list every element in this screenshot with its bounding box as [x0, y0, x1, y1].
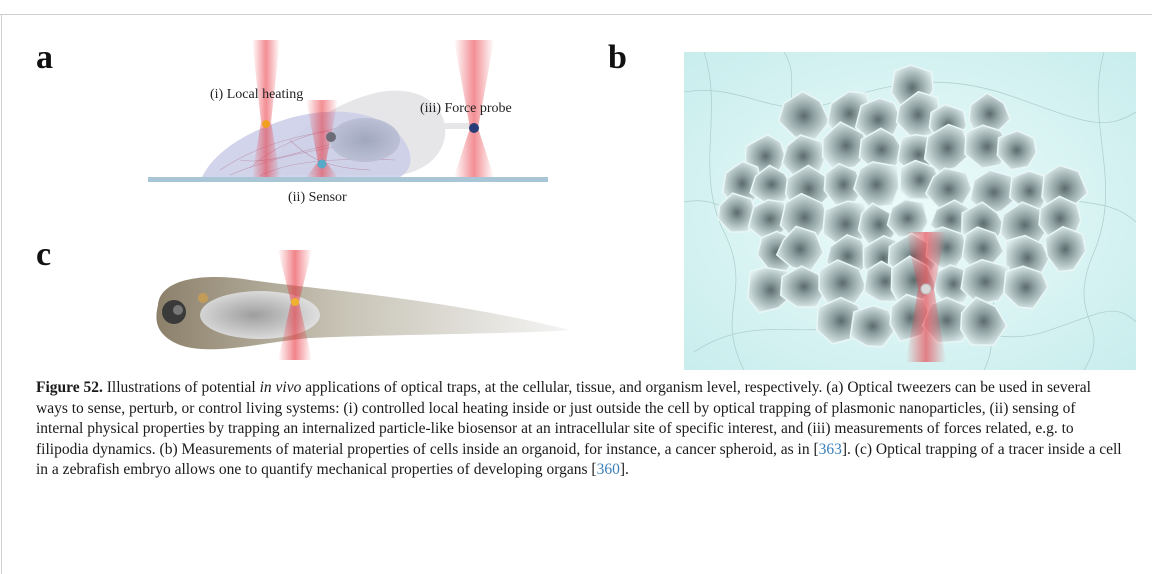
- nucleus: [330, 118, 400, 162]
- caption-text-2: applications of optical traps, at the ce…: [36, 379, 1091, 458]
- zebrafish-eye-highlight: [173, 305, 183, 315]
- caption-text-1: Illustrations of potential: [102, 379, 260, 396]
- spheroid-cell: [960, 258, 1011, 305]
- nucleus-particle: [326, 132, 336, 142]
- figure-label: Figure 52.: [36, 379, 103, 396]
- spheroid-cell: [849, 304, 897, 348]
- label-force-probe: (iii) Force probe: [420, 101, 512, 116]
- spheroid-cell: [996, 129, 1038, 171]
- beam-force-probe: [454, 40, 494, 177]
- beam-sensor: [306, 100, 338, 177]
- zebrafish-tracer: [291, 298, 299, 306]
- panel-b-illustration: [684, 52, 1136, 370]
- spheroid-cell: [1043, 225, 1087, 273]
- reference-link-363[interactable]: 363: [818, 440, 842, 458]
- zebrafish-otic: [198, 293, 208, 303]
- spheroid-cell: [821, 121, 871, 170]
- figure-frame-top: [0, 14, 1152, 15]
- filopodium: [412, 123, 470, 129]
- spheroid: [717, 64, 1089, 348]
- label-sensor: (ii) Sensor: [288, 190, 347, 205]
- beam-spheroid: [906, 232, 946, 362]
- substrate: [148, 177, 548, 182]
- spheroid-cell: [779, 265, 829, 308]
- panel-c-illustration: [156, 250, 570, 360]
- panel-a-letter: a: [36, 39, 53, 76]
- spheroid-cell: [1002, 265, 1049, 310]
- spheroid-cell: [852, 161, 900, 209]
- spheroid-cell: [960, 296, 1008, 347]
- caption-text-4: ].: [619, 461, 629, 478]
- caption-text-3: ]. (c) Optical trapping of a tracer insi…: [36, 440, 1122, 479]
- figure-caption: Figure 52. Illustrations of potential in…: [36, 378, 1126, 481]
- panel-a-illustration: (i) Local heating (iii) Force probe (ii)…: [148, 40, 548, 205]
- spheroid-cell: [923, 123, 972, 173]
- panel-c-letter: c: [36, 236, 52, 273]
- force-probe-particle: [469, 123, 479, 133]
- beam-local-heating: [252, 40, 280, 177]
- heating-particle: [262, 120, 270, 128]
- caption-italic: in vivo: [259, 379, 302, 396]
- spheroid-cell: [964, 124, 1010, 169]
- reference-link-360[interactable]: 360: [596, 461, 620, 478]
- sensor-particle: [317, 159, 327, 169]
- label-local-heating: (i) Local heating: [210, 87, 303, 102]
- figure-frame-left: [1, 14, 2, 574]
- panel-b-letter: b: [608, 39, 627, 76]
- spheroid-cell: [717, 192, 757, 234]
- spheroid-tracer: [920, 283, 932, 295]
